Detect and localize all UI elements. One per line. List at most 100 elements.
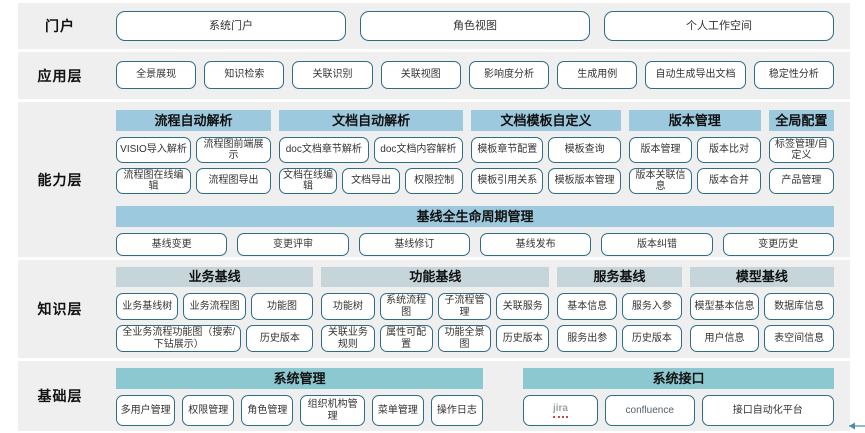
knowledge-item-1-0-2[interactable]: 子流程管理 <box>437 293 492 320</box>
capability-group-header-4: 全局配置 <box>768 110 834 131</box>
capability-item-1-1-2[interactable]: 权限控制 <box>405 168 464 194</box>
portal-item-2[interactable]: 个人工作空间 <box>604 11 834 41</box>
capability-group-0: 流程自动解析 VISIO导入解析流程图前端展示流程图在线编辑流程图导出 <box>116 110 271 198</box>
application-item-5[interactable]: 生成用例 <box>557 61 638 89</box>
base-item-0-0[interactable]: 多用户管理 <box>116 395 176 426</box>
knowledge-group-header-3: 模型基线 <box>689 267 834 287</box>
base-column-row-0: 多用户管理权限管理角色管理组织机构管理菜单管理操作日志 <box>116 395 483 426</box>
base-column-header-1: 系统接口 <box>522 368 834 389</box>
knowledge-item-0-1-1[interactable]: 历史版本 <box>246 325 314 352</box>
knowledge-item-2-1-1[interactable]: 历史版本 <box>622 325 682 352</box>
capability-item-1-1-1[interactable]: 文档导出 <box>342 168 401 194</box>
baseline-item-4[interactable]: 版本纠错 <box>601 233 713 256</box>
capability-group-4: 全局配置标签管理/自定义产品管理 <box>768 110 834 198</box>
jira-logo-text: jira <box>552 403 568 418</box>
knowledge-item-1-1-1[interactable]: 属性可配置 <box>379 325 433 352</box>
capability-row-3-1: 版本关联信息版本合并 <box>628 168 761 194</box>
knowledge-item-3-0-1[interactable]: 数据库信息 <box>764 293 834 320</box>
capability-item-2-0-0[interactable]: 模板章节配置 <box>471 137 544 163</box>
capability-item-1-0-0[interactable]: doc文档章节解析 <box>279 137 369 163</box>
capability-item-0-0-0[interactable]: VISIO导入解析 <box>116 137 191 163</box>
knowledge-group-0: 业务基线业务基线树业务流程图功能图全业务流程功能图（搜索/下钻展示）历史版本 <box>116 267 314 352</box>
knowledge-item-3-0-0[interactable]: 模型基本信息 <box>689 293 760 320</box>
baseline-item-3[interactable]: 基线发布 <box>479 233 592 256</box>
capability-item-2-0-1[interactable]: 模板查询 <box>548 137 621 163</box>
knowledge-row-3-0: 模型基本信息数据库信息 <box>689 293 834 320</box>
base-item-0-5[interactable]: 操作日志 <box>430 395 483 426</box>
layer-label-portal: 门户 <box>45 18 75 34</box>
capability-group-header-2: 文档模板自定义 <box>471 110 621 131</box>
knowledge-group-1: 功能基线功能树系统流程图子流程管理关联服务关联业务规则属性可配置功能全景图历史版… <box>321 267 550 352</box>
base-item-0-3[interactable]: 组织机构管理 <box>300 395 365 426</box>
base-item-jira[interactable]: jira <box>522 395 598 426</box>
knowledge-item-0-0-2[interactable]: 功能图 <box>250 293 314 320</box>
capability-item-1-1-0[interactable]: 文档在线编辑 <box>279 168 338 194</box>
base-item-0-4[interactable]: 菜单管理 <box>371 395 424 426</box>
knowledge-group-container: 业务基线业务基线树业务流程图功能图全业务流程功能图（搜索/下钻展示）历史版本功能… <box>116 267 834 352</box>
capability-item-0-1-1[interactable]: 流程图导出 <box>196 168 271 194</box>
base-item-0-1[interactable]: 权限管理 <box>182 395 235 426</box>
base-column-container: 系统管理多用户管理权限管理角色管理组织机构管理菜单管理操作日志 系统接口 jira c… <box>116 368 834 426</box>
baseline-item-2[interactable]: 基线修订 <box>358 233 470 256</box>
layer-band-portal: 门户 系统门户角色视图个人工作空间 <box>18 3 850 49</box>
knowledge-row-2-0: 基本信息服务入参 <box>557 293 682 320</box>
baseline-item-0[interactable]: 基线变更 <box>116 233 228 256</box>
application-item-3[interactable]: 关联视图 <box>380 61 461 89</box>
base-item-confluence[interactable]: confluence <box>604 395 695 426</box>
capability-item-3-0-0[interactable]: 版本管理 <box>628 137 693 163</box>
capability-group-3: 版本管理版本管理版本比对版本关联信息版本合并 <box>628 110 761 198</box>
application-item-6[interactable]: 自动生成导出文档 <box>645 61 746 89</box>
application-item-7[interactable]: 稳定性分析 <box>753 61 834 89</box>
knowledge-item-2-0-1[interactable]: 服务入参 <box>622 293 682 320</box>
application-item-1[interactable]: 知识检索 <box>204 61 285 89</box>
base-column-row-1: jira confluence 接口自动化平台 <box>522 395 834 426</box>
knowledge-item-3-1-0[interactable]: 用户信息 <box>689 325 760 352</box>
capability-row-0-0: VISIO导入解析流程图前端展示 <box>116 137 271 163</box>
application-item-4[interactable]: 影响度分析 <box>468 61 550 89</box>
capability-row-2-0: 模板章节配置模板查询 <box>471 137 621 163</box>
knowledge-item-0-0-1[interactable]: 业务流程图 <box>183 293 246 320</box>
knowledge-group-rows-1: 功能树系统流程图子流程管理关联服务关联业务规则属性可配置功能全景图历史版本 <box>321 293 550 352</box>
capability-group-header-3: 版本管理 <box>628 110 761 131</box>
knowledge-item-1-1-3[interactable]: 历史版本 <box>496 325 550 352</box>
application-item-2[interactable]: 关联识别 <box>292 61 373 89</box>
capability-item-1-0-1[interactable]: doc文档内容解析 <box>373 137 464 163</box>
knowledge-item-3-1-1[interactable]: 表空间信息 <box>764 325 834 352</box>
layer-band-knowledge: 知识层 业务基线业务基线树业务流程图功能图全业务流程功能图（搜索/下钻展示）历史… <box>18 260 850 358</box>
capability-item-3-1-1[interactable]: 版本合并 <box>697 168 761 194</box>
portal-item-0[interactable]: 系统门户 <box>116 11 346 41</box>
knowledge-item-0-1-0[interactable]: 全业务流程功能图（搜索/下钻展示） <box>116 325 242 352</box>
knowledge-item-0-0-0[interactable]: 业务基线树 <box>116 293 179 320</box>
capability-item-0-1-0[interactable]: 流程图在线编辑 <box>116 168 191 194</box>
confluence-logo-text: confluence <box>625 404 674 416</box>
knowledge-item-1-0-3[interactable]: 关联服务 <box>496 293 550 320</box>
baseline-item-5[interactable]: 变更历史 <box>722 233 834 256</box>
base-column-header-0: 系统管理 <box>116 368 483 389</box>
capability-group-header-0: 流程自动解析 <box>116 110 271 131</box>
capability-item-0-0-1[interactable]: 流程图前端展示 <box>196 137 271 163</box>
knowledge-group-rows-0: 业务基线树业务流程图功能图全业务流程功能图（搜索/下钻展示）历史版本 <box>116 293 314 352</box>
capability-item-4-1-0[interactable]: 产品管理 <box>768 168 834 194</box>
baseline-lifecycle-block: 基线全生命周期管理 基线变更变更评审基线修订基线发布版本纠错变更历史 <box>116 206 834 256</box>
knowledge-item-2-0-0[interactable]: 基本信息 <box>557 293 618 320</box>
knowledge-item-1-1-0[interactable]: 关联业务规则 <box>321 325 375 352</box>
knowledge-item-1-1-2[interactable]: 功能全景图 <box>437 325 492 352</box>
capability-item-2-1-1[interactable]: 模板版本管理 <box>548 168 621 194</box>
capability-item-3-0-1[interactable]: 版本比对 <box>697 137 761 163</box>
base-item-0-2[interactable]: 角色管理 <box>241 395 294 426</box>
capability-item-3-1-0[interactable]: 版本关联信息 <box>628 168 693 194</box>
right-edge-arrow-icon <box>849 422 865 430</box>
baseline-item-1[interactable]: 变更评审 <box>237 233 349 256</box>
application-item-0[interactable]: 全景展现 <box>116 61 197 89</box>
knowledge-item-1-0-0[interactable]: 功能树 <box>321 293 375 320</box>
capability-item-4-0-0[interactable]: 标签管理/自定义 <box>768 137 834 163</box>
knowledge-item-2-1-0[interactable]: 服务出参 <box>557 325 618 352</box>
knowledge-group-header-0: 业务基线 <box>116 267 314 287</box>
capability-item-2-1-0[interactable]: 模板引用关系 <box>471 168 544 194</box>
base-item-1-2[interactable]: 接口自动化平台 <box>701 395 834 426</box>
portal-item-1[interactable]: 角色视图 <box>360 11 590 41</box>
knowledge-item-1-0-1[interactable]: 系统流程图 <box>379 293 433 320</box>
